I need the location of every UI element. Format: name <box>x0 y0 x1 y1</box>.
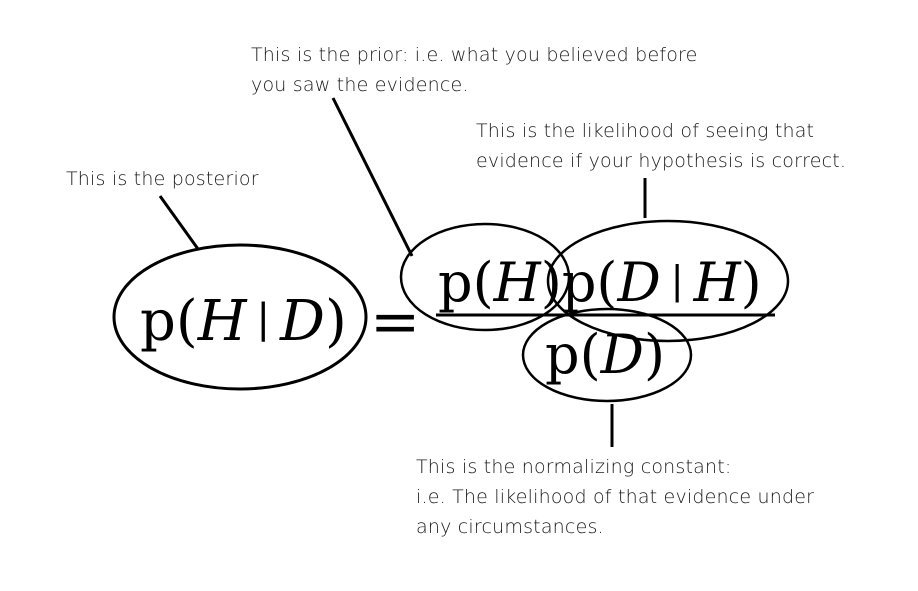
lhs-bar: | <box>257 296 270 342</box>
normalizer-ellipse <box>521 307 693 403</box>
lik-close: ) <box>741 251 762 314</box>
equals-sign: = <box>370 287 420 357</box>
denom-p: p( <box>545 323 601 386</box>
normalizer-annotation-line-2: i.e. The likelihood of that evidence und… <box>416 486 815 508</box>
prior-close: ) <box>541 251 562 314</box>
denom-close: ) <box>644 323 665 386</box>
likelihood-annotation: This is the likelihood of seeing that ev… <box>476 116 846 176</box>
lik-d: D <box>616 251 660 314</box>
posterior-annotation: This is the posterior <box>66 164 259 194</box>
denominator-expression: p(D) <box>545 323 665 386</box>
lhs-p: p( <box>140 289 198 354</box>
prior-ellipse <box>399 222 571 332</box>
numerator-expression: p(H)p(D|H) <box>438 251 762 314</box>
lhs-close: ) <box>325 289 347 354</box>
prior-annotation-line-2: you saw the evidence. <box>251 74 469 96</box>
normalizer-annotation-line-3: any circumstances. <box>416 516 604 538</box>
likelihood-annotation-line-2: evidence if your hypothesis is correct. <box>476 150 847 172</box>
likelihood-annotation-line-1: This is the likelihood of seeing that <box>476 120 815 142</box>
prior-annotation-line-1: This is the prior: i.e. what you believe… <box>251 44 698 66</box>
posterior-leader-line <box>158 195 200 250</box>
prior-h: H <box>493 251 542 314</box>
prior-annotation: This is the prior: i.e. what you believe… <box>251 40 698 100</box>
lhs-h: H <box>197 289 248 354</box>
prior-leader-line <box>331 97 414 257</box>
prior-p: p( <box>438 251 494 314</box>
normalizer-annotation: This is the normalizing constant: i.e. T… <box>416 452 814 542</box>
posterior-ellipse <box>112 243 368 391</box>
denom-d: D <box>600 323 644 386</box>
lik-bar: | <box>671 258 684 303</box>
lhs-expression: p(H|D) <box>140 289 347 354</box>
lik-h: H <box>693 251 742 314</box>
normalizer-annotation-line-1: This is the normalizing constant: <box>416 456 732 478</box>
lik-p: p( <box>562 251 618 314</box>
lhs-d: D <box>279 289 325 354</box>
posterior-annotation-line-1: This is the posterior <box>66 168 259 190</box>
likelihood-ellipse <box>546 219 790 343</box>
